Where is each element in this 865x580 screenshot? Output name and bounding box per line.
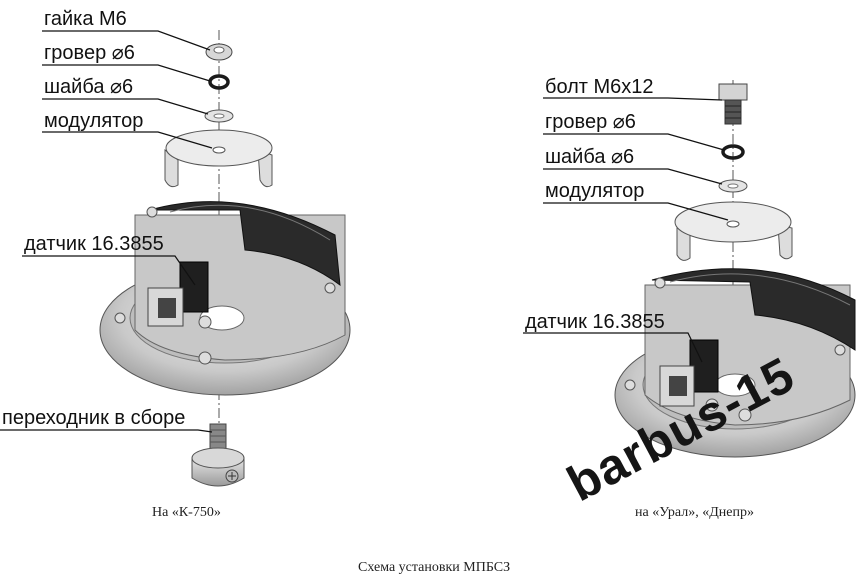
right-lock-washer: [721, 144, 745, 160]
label-modulator-left: модулятор: [44, 110, 144, 132]
right-bolt-m6x12: [718, 83, 748, 125]
left-modulator: [164, 129, 273, 188]
label-bolt-m6x12: болт М6х12: [545, 76, 654, 98]
label-nut-m6: гайка М6: [44, 8, 127, 30]
label-washer-left: шайба ⌀6: [44, 76, 134, 98]
right-assembly-drawing: [523, 80, 856, 458]
left-lock-washer: [208, 74, 230, 90]
figure-caption: Схема установки МПБСЗ: [358, 560, 511, 575]
label-modulator-right: модулятор: [545, 180, 645, 202]
right-washer: [718, 179, 748, 193]
label-washer-right: шайба ⌀6: [545, 146, 635, 168]
right-leader-lines: [523, 97, 729, 363]
label-lock-washer-left: гровер ⌀6: [44, 42, 135, 64]
left-adapter-assembly: [191, 423, 245, 487]
left-assembly-drawing: [0, 30, 351, 487]
left-washer: [204, 109, 234, 123]
label-sensor-left: датчик 16.3855: [24, 233, 164, 255]
label-adapter: переходник в сборе: [2, 407, 186, 429]
left-nut-m6: [205, 43, 233, 61]
left-leader-lines: [0, 30, 213, 433]
right-modulator: [674, 201, 793, 261]
right-sensor-16-3855: [659, 339, 719, 407]
caption-left: На «К-750»: [152, 505, 221, 520]
caption-right: на «Урал», «Днепр»: [635, 505, 754, 520]
label-sensor-right: датчик 16.3855: [525, 311, 665, 333]
label-lock-washer-right: гровер ⌀6: [545, 111, 636, 133]
left-base-housing: [99, 201, 351, 396]
